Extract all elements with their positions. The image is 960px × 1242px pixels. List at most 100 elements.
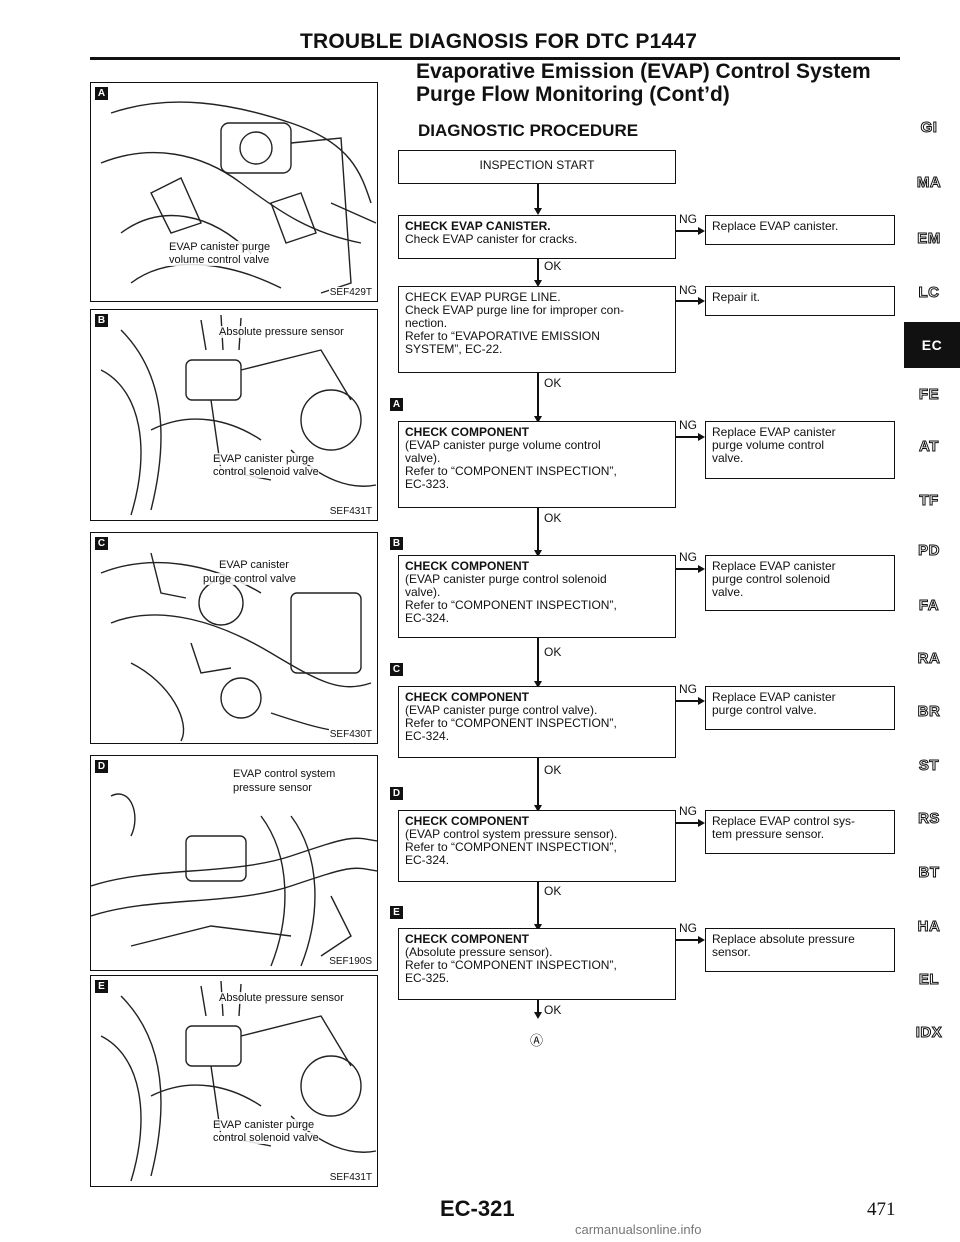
step-6-line-3: EC-324. [405, 853, 450, 867]
arrow-right-icon [698, 697, 705, 705]
step-4-line-3: Refer to “COMPONENT INSPECTION”, [405, 598, 617, 612]
figure-b-badge: B [95, 314, 108, 327]
figure-b-callout-2: EVAP canister purge [213, 453, 315, 465]
figure-e-illustration [100, 980, 377, 1182]
figure-e-badge: E [95, 980, 108, 993]
tab-st[interactable]: ST [918, 757, 940, 775]
tab-ec-active[interactable]: EC [904, 322, 960, 368]
arrow-right-icon [698, 565, 705, 573]
step-7-line-1: (Absolute pressure sensor). [405, 945, 553, 959]
step-4-action-box: Replace EVAP canister purge control sole… [705, 555, 895, 611]
arrow-right-icon [698, 819, 705, 827]
step-7-line-3: EC-325. [405, 971, 450, 985]
step-3-line-1: (EVAP canister purge volume control [405, 438, 601, 452]
tab-el[interactable]: EL [918, 971, 940, 989]
connector-line [537, 373, 539, 418]
step-4-box: CHECK COMPONENT (EVAP canister purge con… [398, 555, 676, 638]
tab-rs[interactable]: RS [918, 810, 940, 828]
header-rule [90, 57, 900, 60]
step-4-line-4: EC-324. [405, 611, 450, 625]
step-2-action-line-1: Repair it. [712, 290, 761, 304]
tab-ma[interactable]: MA [916, 174, 942, 192]
tab-tf[interactable]: TF [919, 492, 939, 510]
step-6-line-2: Refer to “COMPONENT INSPECTION”, [405, 840, 617, 854]
step-7-action-line-1: Replace absolute pressure [712, 932, 855, 946]
page-code: EC-321 [440, 1196, 515, 1221]
tab-idx[interactable]: IDX [915, 1024, 943, 1042]
figure-c: C EVAP canister purge control valve SEF4… [90, 532, 378, 744]
step-2-line-1: Check EVAP purge line for improper con- [405, 303, 624, 317]
connector-line [537, 259, 539, 282]
step-1-action-line-1: Replace EVAP canister. [712, 219, 839, 233]
arrow-down-icon [534, 416, 542, 423]
figure-a-code: SEF429T [328, 287, 373, 298]
step-3-action-line-1: Replace EVAP canister [712, 425, 836, 439]
figure-d-callout-1: EVAP control system [233, 768, 336, 780]
step-3-heading: CHECK COMPONENT [405, 425, 530, 439]
step-2-box: CHECK EVAP PURGE LINE. Check EVAP purge … [398, 286, 676, 373]
step-4-badge: B [390, 537, 403, 550]
tab-br[interactable]: BR [917, 703, 941, 721]
tab-at[interactable]: AT [919, 438, 939, 456]
figure-c-badge: C [95, 537, 108, 550]
ng-label: NG [679, 682, 697, 696]
step-7-badge: E [390, 906, 403, 919]
step-4-line-1: (EVAP canister purge control solenoid [405, 572, 607, 586]
step-3-box: CHECK COMPONENT (EVAP canister purge vol… [398, 421, 676, 508]
page-header-title: TROUBLE DIAGNOSIS FOR DTC P1447 [300, 30, 698, 53]
figure-b-callout-1: Absolute pressure sensor [219, 326, 344, 338]
tab-ra[interactable]: RA [917, 650, 941, 668]
connector-line [537, 638, 539, 683]
arrow-down-icon [534, 924, 542, 931]
figure-d-illustration [91, 793, 377, 967]
tab-lc[interactable]: LC [918, 284, 940, 302]
figure-e-callout-1: Absolute pressure sensor [219, 992, 344, 1004]
step-5-action-box: Replace EVAP canister purge control valv… [705, 686, 895, 730]
ng-label: NG [679, 550, 697, 564]
step-5-box: CHECK COMPONENT (EVAP canister purge con… [398, 686, 676, 758]
step-2-heading: CHECK EVAP PURGE LINE. [405, 290, 561, 304]
ok-label: OK [544, 884, 562, 898]
step-4-heading: CHECK COMPONENT [405, 559, 530, 573]
figure-c-callout-1: EVAP canister [219, 559, 289, 571]
step-7-action-line-2: sensor. [712, 945, 751, 959]
tab-fe[interactable]: FE [918, 386, 940, 404]
step-6-action-line-2: tem pressure sensor. [712, 827, 825, 841]
step-3-line-4: EC-323. [405, 477, 450, 491]
step-3-action-line-3: valve. [712, 451, 744, 465]
connector-line [537, 184, 539, 210]
procedure-title: DIAGNOSTIC PROCEDURE [418, 121, 639, 140]
connector-line [537, 882, 539, 926]
ng-connector [676, 230, 700, 232]
tab-pd[interactable]: PD [918, 542, 940, 560]
tab-ha[interactable]: HA [917, 918, 941, 936]
tab-bt[interactable]: BT [918, 864, 940, 882]
ok-label: OK [544, 763, 562, 777]
step-2-line-4: SYSTEM”, EC-22. [405, 342, 503, 356]
step-1-heading: CHECK EVAP CANISTER. [405, 219, 551, 233]
page-number: 471 [867, 1199, 896, 1220]
tab-fa[interactable]: FA [918, 597, 940, 615]
figure-e-callout-2: EVAP canister purge [213, 1119, 315, 1131]
step-6-action-box: Replace EVAP control sys- tem pressure s… [705, 810, 895, 854]
connector-line [537, 758, 539, 807]
figure-d-badge: D [95, 760, 108, 773]
ng-connector [676, 568, 700, 570]
arrow-down-icon [534, 208, 542, 215]
tab-em[interactable]: EM [917, 230, 941, 248]
step-2-line-2: nection. [405, 316, 448, 330]
ok-label: OK [544, 259, 562, 273]
step-6-action-line-1: Replace EVAP control sys- [712, 814, 855, 828]
arrow-down-icon [534, 550, 542, 557]
arrow-right-icon [698, 433, 705, 441]
step-3-badge: A [390, 398, 403, 411]
ng-label: NG [679, 212, 697, 226]
step-4-action-line-1: Replace EVAP canister [712, 559, 836, 573]
step-5-action-line-2: purge control valve. [712, 703, 817, 717]
step-2-line-3: Refer to “EVAPORATIVE EMISSION [405, 329, 600, 343]
tab-gi[interactable]: GI [920, 119, 938, 137]
step-4-action-line-3: valve. [712, 585, 744, 599]
step-3-line-2: valve). [405, 451, 441, 465]
ng-connector [676, 436, 700, 438]
figure-e: E Absolute pressure sensor EVAP canister… [90, 975, 378, 1187]
